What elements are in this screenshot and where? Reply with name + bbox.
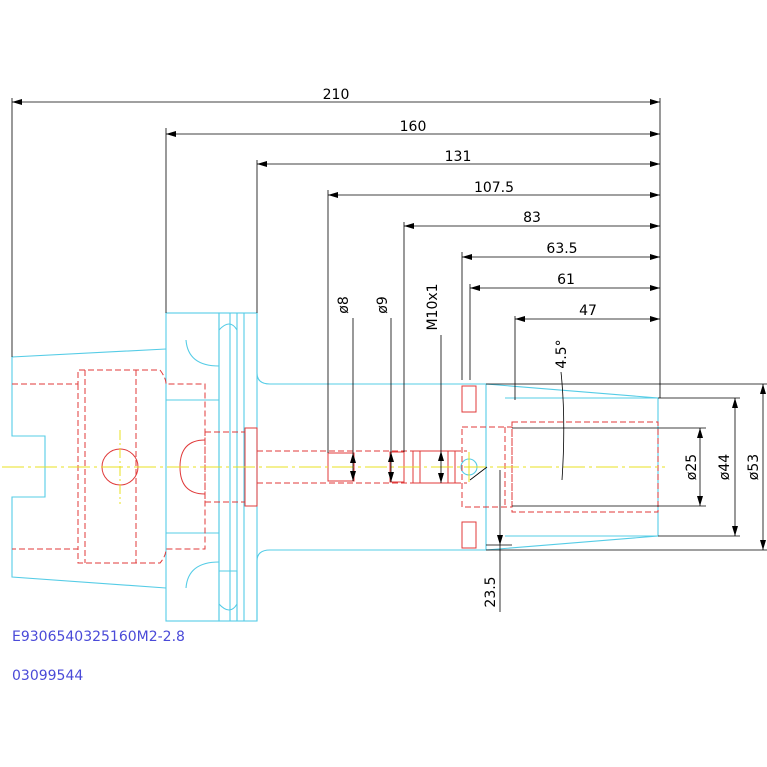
dim-61: 61 (557, 272, 575, 288)
dim-angle: 4.5° (554, 339, 570, 368)
dim-160: 160 (400, 119, 427, 135)
arrowheads (12, 99, 766, 550)
centerlines (2, 430, 665, 504)
dimension-labels: 210 160 131 107.5 83 63.5 61 47 ø8 ø9 M1… (323, 87, 762, 608)
dim-63-5: 63.5 (546, 241, 577, 257)
order-number: 03099544 (12, 668, 83, 684)
dim-210: 210 (323, 87, 350, 103)
dim-47: 47 (579, 303, 597, 319)
part-info: E9306540325160M2-2.8 03099544 (12, 629, 185, 684)
dim-107-5: 107.5 (474, 180, 514, 196)
dim-dia-44: ø44 (717, 454, 733, 480)
dim-dia-9: ø9 (375, 296, 391, 313)
dim-dia-25: ø25 (684, 454, 700, 480)
dim-23-5: 23.5 (483, 576, 499, 607)
dim-thread-m10x1: M10x1 (425, 283, 441, 330)
dim-dia-53: ø53 (746, 454, 762, 480)
dim-dia-8: ø8 (336, 296, 352, 313)
dimension-lines (11, 98, 767, 612)
part-code: E9306540325160M2-2.8 (12, 629, 185, 645)
dim-131: 131 (445, 149, 472, 165)
dim-83: 83 (523, 210, 541, 226)
